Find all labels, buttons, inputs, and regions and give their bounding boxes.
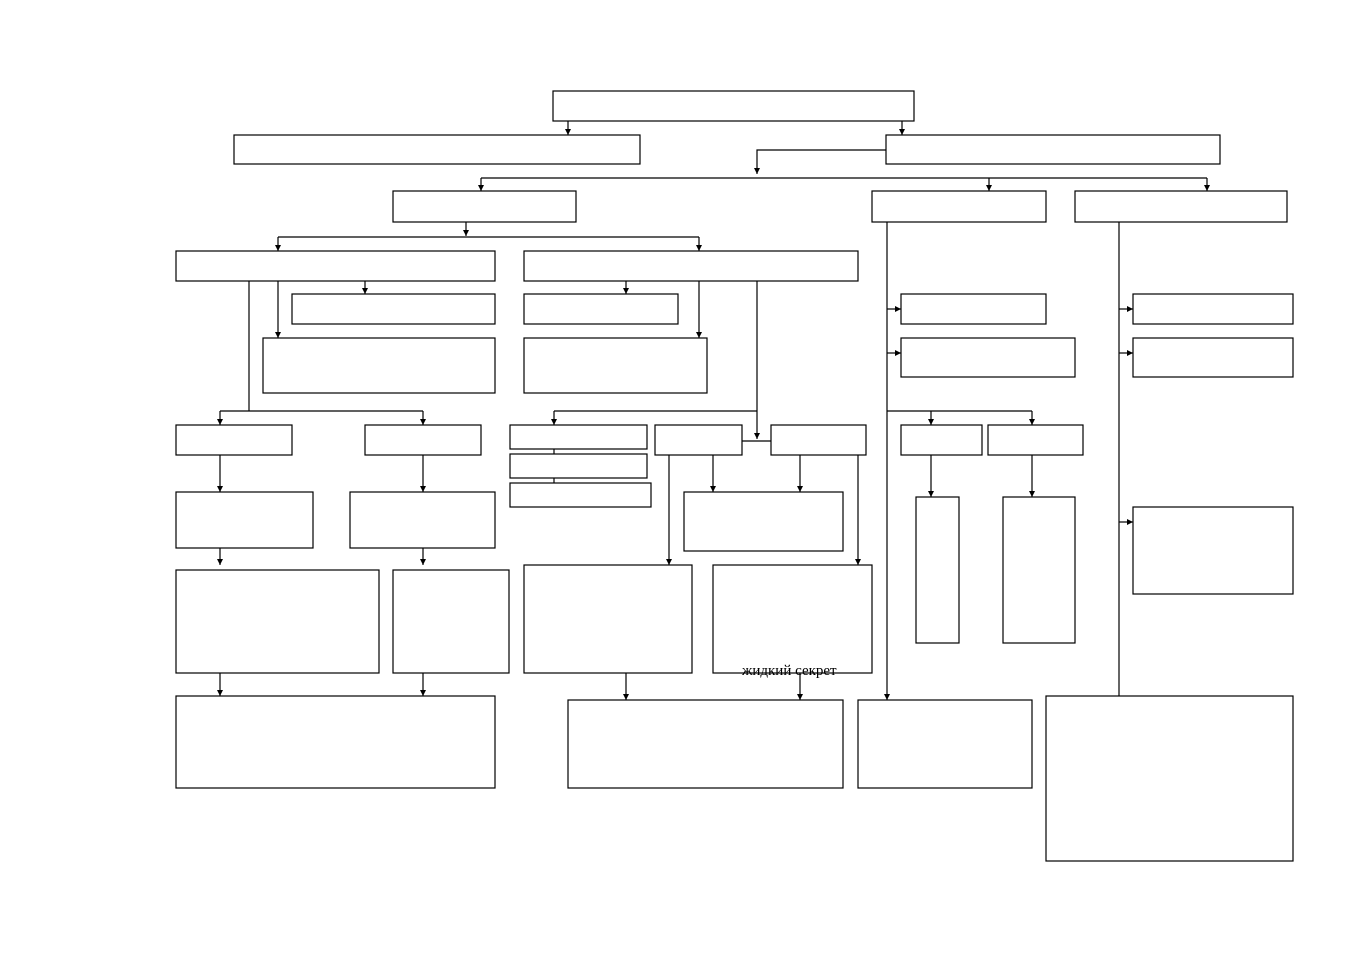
node-mid-block-2 bbox=[712, 564, 873, 674]
node-b-split-2 bbox=[987, 424, 1084, 456]
node-left-block-1 bbox=[175, 569, 380, 674]
node-b-result bbox=[857, 699, 1033, 789]
node-boxes bbox=[175, 90, 1294, 862]
connector-arrow bbox=[754, 149, 886, 174]
node-left-block-2 bbox=[392, 569, 510, 674]
node-b-sub2 bbox=[900, 337, 1076, 378]
node-a-left-sub1 bbox=[291, 293, 496, 325]
node-a-left bbox=[175, 250, 496, 282]
node-mid-result bbox=[567, 699, 844, 789]
node-c-detail bbox=[1132, 506, 1294, 595]
connector-lines bbox=[217, 121, 1210, 700]
node-mid-split-1 bbox=[654, 424, 743, 456]
node-b-sub1 bbox=[900, 293, 1047, 325]
node-branch-b bbox=[871, 190, 1047, 223]
node-branch-c bbox=[1074, 190, 1288, 223]
node-c-result bbox=[1045, 695, 1294, 862]
liquid-secretion-label: жидкий секрет bbox=[741, 663, 837, 679]
node-left-result bbox=[175, 695, 496, 789]
node-left-split-1 bbox=[175, 424, 293, 456]
node-branch-a bbox=[392, 190, 577, 223]
node-right-main bbox=[885, 134, 1221, 165]
node-a-right-sub2 bbox=[523, 337, 708, 394]
node-a-right-sub1 bbox=[523, 293, 679, 325]
node-a-right bbox=[523, 250, 859, 282]
root-node bbox=[552, 90, 915, 122]
node-c-sub2 bbox=[1132, 337, 1294, 378]
node-mid-block-1 bbox=[523, 564, 693, 674]
node-b-split-1 bbox=[900, 424, 983, 456]
node-b-tall-1 bbox=[915, 496, 960, 644]
node-mid-list-1 bbox=[509, 424, 648, 450]
node-left-detail-2 bbox=[349, 491, 496, 549]
node-mid-list-3 bbox=[509, 482, 652, 508]
node-left-split-2 bbox=[364, 424, 482, 456]
node-mid-detail bbox=[683, 491, 844, 552]
node-a-left-sub2 bbox=[262, 337, 496, 394]
node-mid-list-2 bbox=[509, 453, 648, 479]
node-left-main bbox=[233, 134, 641, 165]
node-left-detail-1 bbox=[175, 491, 314, 549]
node-b-tall-2 bbox=[1002, 496, 1076, 644]
node-c-sub1 bbox=[1132, 293, 1294, 325]
node-mid-split-2 bbox=[770, 424, 867, 456]
